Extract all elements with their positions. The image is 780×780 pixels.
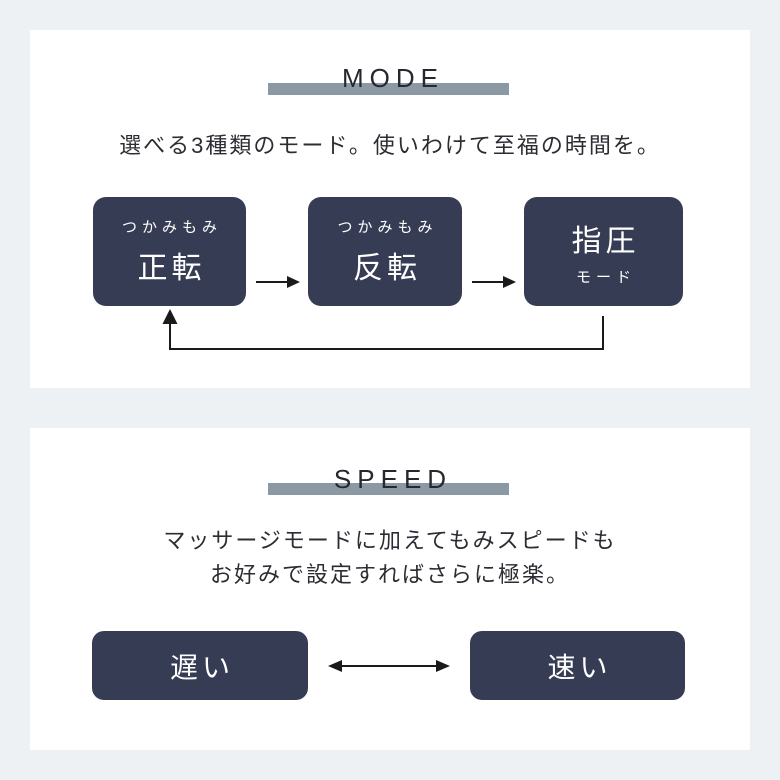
arrow-right-icon — [472, 276, 516, 288]
double-headed-arrow-icon — [328, 660, 450, 672]
speed-subtitle: マッサージモードに加えてもみスピードも お好みで設定すればさらに極楽。 — [30, 524, 750, 592]
speed-panel: SPEED マッサージモードに加えてもみスピードも お好みで設定すればさらに極楽… — [30, 428, 750, 750]
mode-box-large-label: 正転 — [137, 252, 206, 285]
mode-box-large-label: 反転 — [353, 252, 421, 285]
speed-heading: SPEED — [333, 464, 453, 494]
speed-subtitle-line1: マッサージモードに加えてもみスピードも — [163, 528, 617, 553]
mode-box-small-label: モード — [575, 269, 636, 286]
mode-box-grab-reverse: つかみもみ 反転 — [308, 197, 462, 306]
mode-box-small-label: つかみもみ — [121, 219, 222, 236]
loop-back-arrow-icon — [162, 309, 604, 350]
arrow-right-icon — [256, 276, 300, 288]
mode-box-shiatsu: 指圧 モード — [524, 197, 683, 306]
speed-heading-underline-bar — [268, 483, 509, 495]
mode-box-small-label: つかみもみ — [337, 219, 438, 236]
mode-panel: MODE 選べる3種類のモード。使いわけて至福の時間を。 つかみもみ 正転 つか… — [30, 30, 750, 388]
mode-heading: MODE — [342, 63, 444, 93]
mode-box-grab-forward: つかみもみ 正転 — [93, 197, 246, 306]
mode-heading-underline-bar — [268, 83, 509, 95]
speed-subtitle-line2: お好みで設定すればさらに極楽。 — [209, 562, 570, 587]
mode-subtitle: 選べる3種類のモード。使いわけて至福の時間を。 — [119, 133, 661, 158]
speed-box-label: 遅い — [169, 651, 234, 683]
speed-box-label: 速い — [547, 651, 612, 683]
mode-box-large-label: 指圧 — [571, 225, 640, 258]
speed-box-slow: 遅い — [92, 631, 308, 700]
speed-box-fast: 速い — [470, 631, 685, 700]
